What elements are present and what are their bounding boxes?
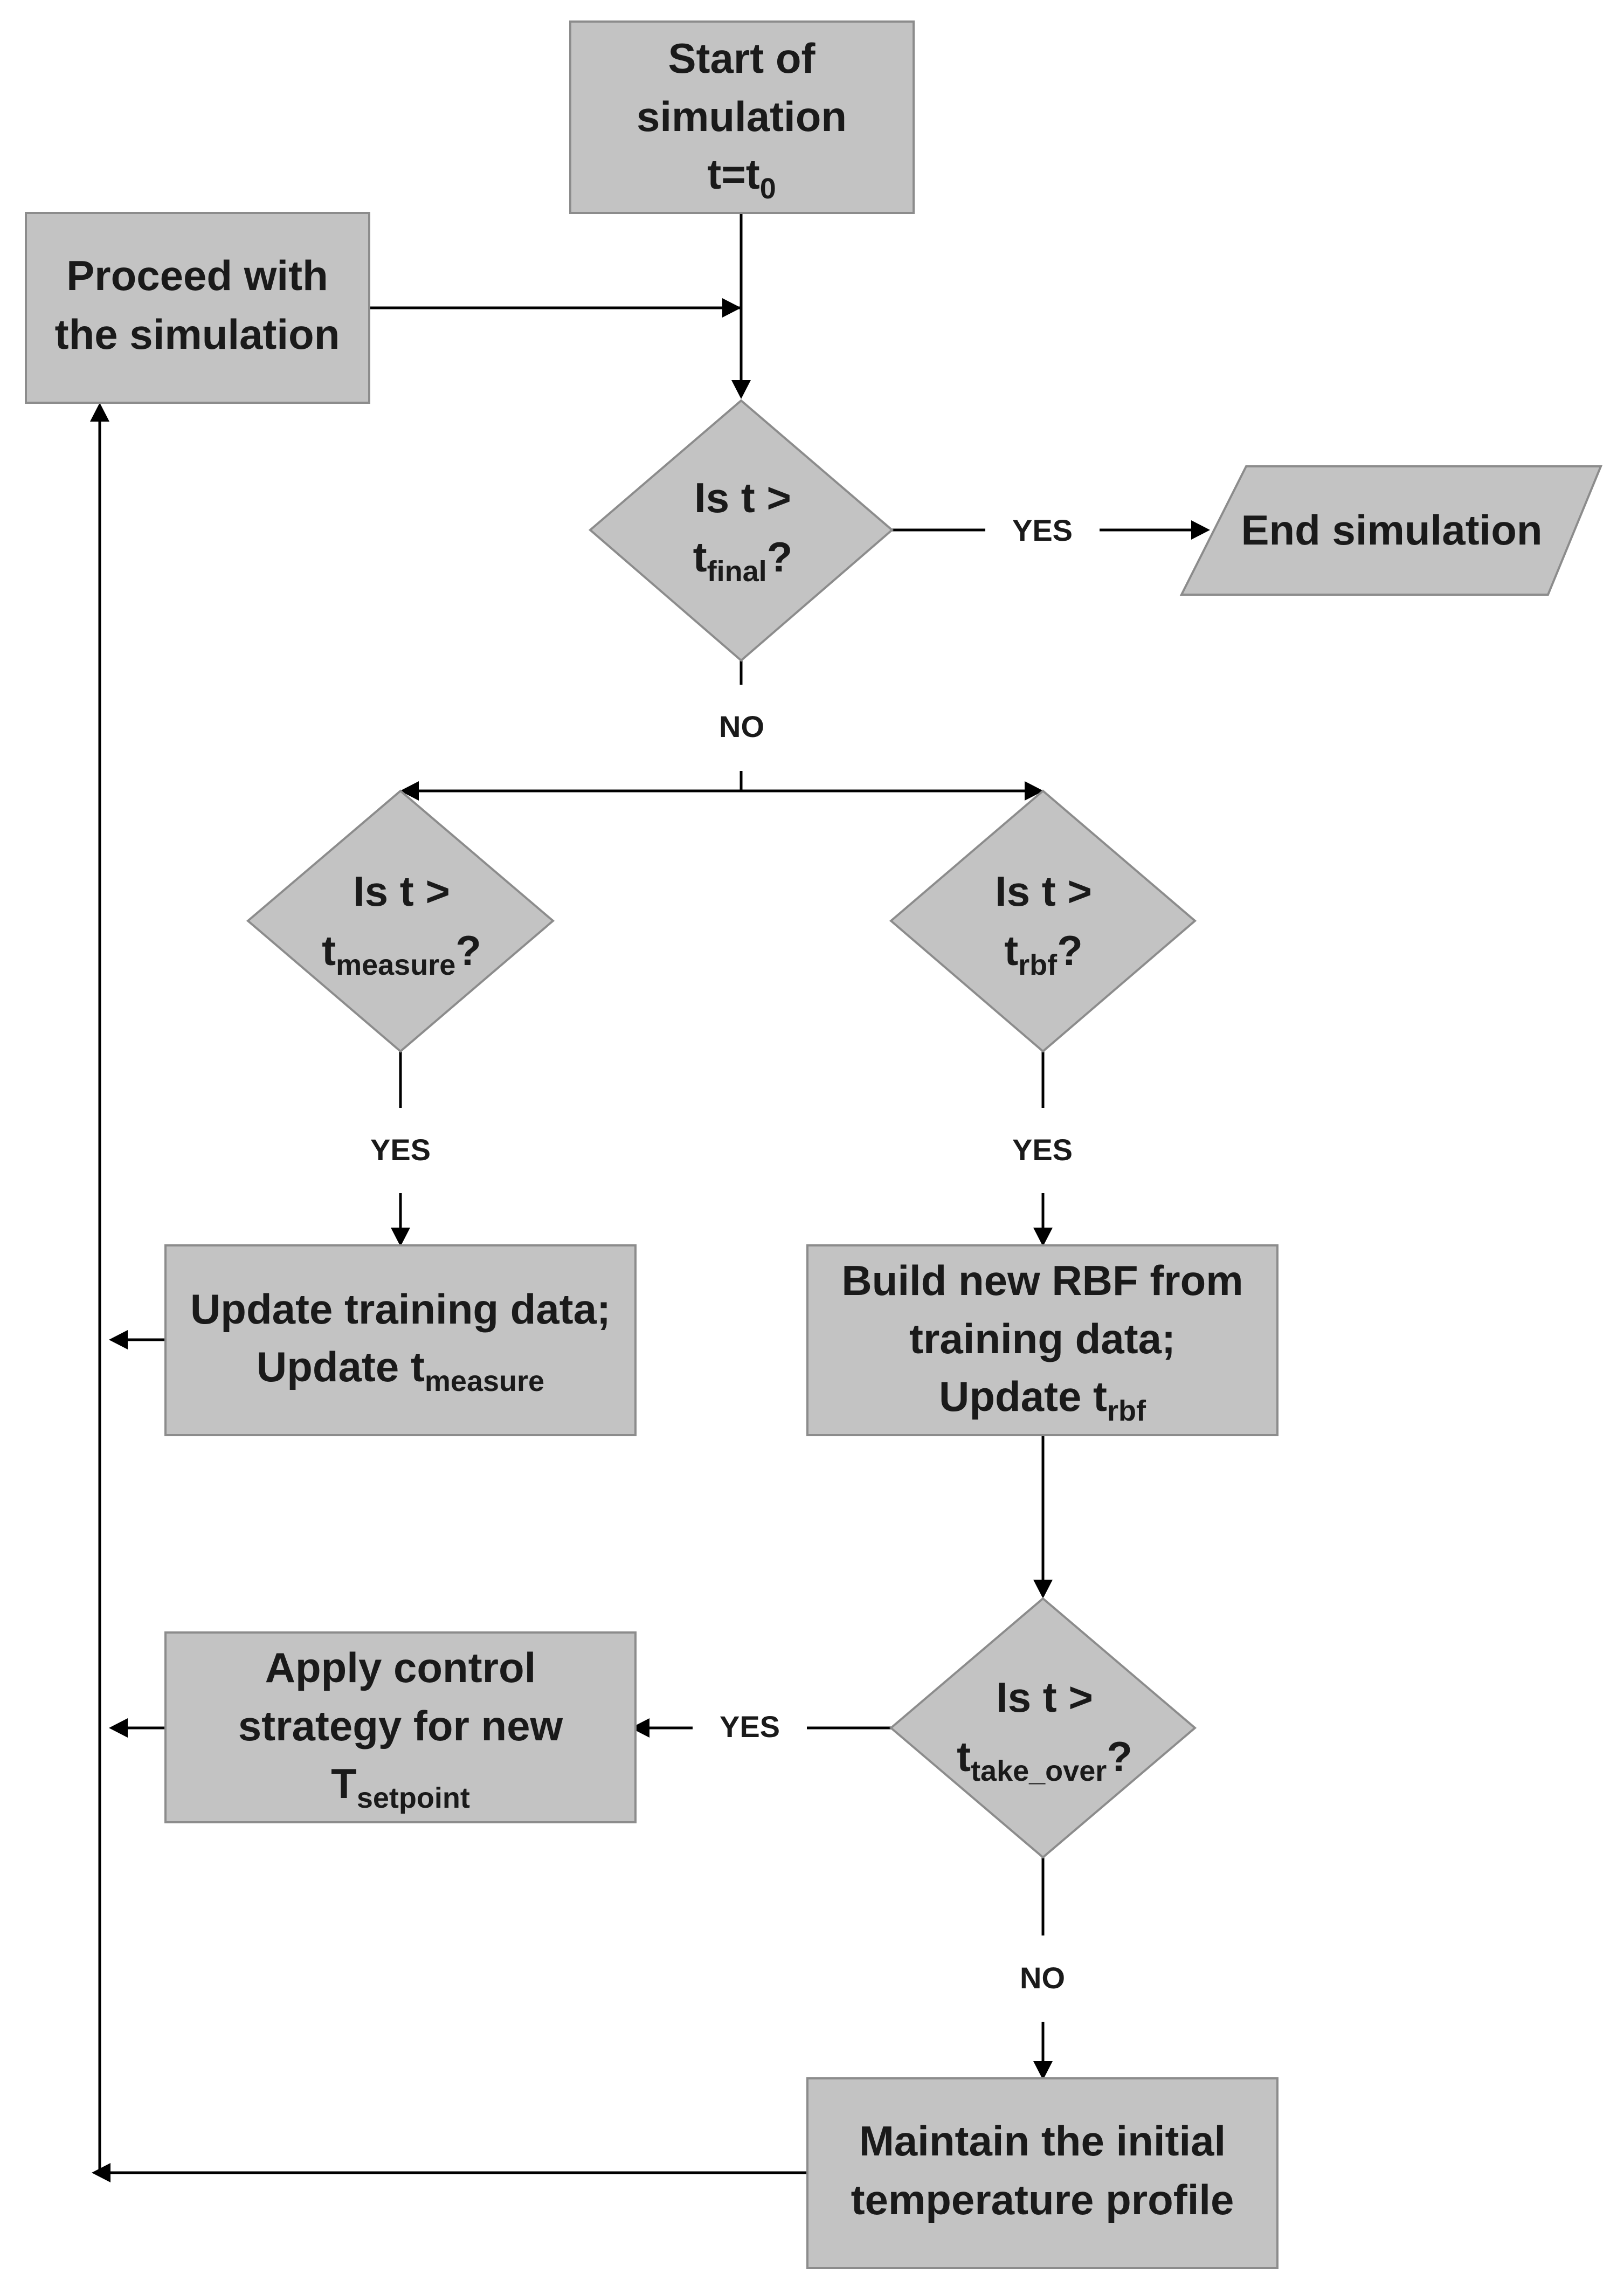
node-maintain: Maintain the initial temperature profile: [806, 2077, 1279, 2269]
label-takeover-no: NO: [985, 1935, 1100, 2022]
node-proceed: Proceed with the simulation: [25, 212, 370, 404]
update-training-line2: Update tmeasure: [257, 1343, 544, 1397]
node-decision-final: Is t > tfinal?: [588, 399, 894, 662]
label-measure-yes: YES: [343, 1108, 458, 1193]
apply-control-sub: setpoint: [357, 1782, 470, 1814]
label-measure-yes-text: YES: [370, 1133, 431, 1167]
decision-takeover-line1: Is t >: [996, 1673, 1093, 1721]
decision-final-line1: Is t >: [694, 474, 791, 521]
start-line2: simulation: [637, 93, 847, 140]
start-line3-main: t=t: [707, 150, 760, 198]
decision-final-q: ?: [767, 533, 793, 581]
node-update-training: Update training data; Update tmeasure: [164, 1244, 637, 1436]
arrowhead-update-left: [109, 1330, 128, 1349]
start-line1: Start of: [668, 35, 816, 82]
label-takeover-yes: YES: [693, 1685, 807, 1770]
arrowhead-split-left: [400, 781, 419, 801]
label-final-no-text: NO: [719, 709, 764, 743]
decision-rbf-sub: rbf: [1018, 949, 1058, 981]
maintain-line2: temperature profile: [851, 2176, 1234, 2223]
decision-takeover-q: ?: [1107, 1733, 1132, 1780]
node-decision-rbf: Is t > trbf?: [889, 789, 1197, 1053]
node-end: End simulation: [1179, 465, 1602, 596]
build-rbf-main: Update t: [939, 1373, 1107, 1420]
start-line3-sub: 0: [760, 173, 776, 205]
decision-measure-q: ?: [455, 927, 481, 974]
update-training-line1: Update training data;: [190, 1285, 611, 1333]
label-takeover-no-text: NO: [1020, 1961, 1065, 1995]
decision-measure-line2: tmeasure?: [322, 927, 481, 981]
arrowhead-maintain-down: [1033, 2061, 1053, 2080]
node-build-rbf: Build new RBF from training data; Update…: [806, 1244, 1279, 1436]
decision-takeover-sub: take_over: [971, 1755, 1107, 1787]
proceed-line1: Proceed with: [66, 252, 328, 299]
build-rbf-line2: training data;: [909, 1315, 1176, 1362]
decision-rbf-t: t: [1004, 927, 1018, 974]
arrowhead-takeover-down: [1033, 1580, 1053, 1599]
label-final-no: NO: [685, 685, 799, 771]
decision-takeover-t: t: [957, 1733, 971, 1780]
update-training-main: Update t: [257, 1343, 425, 1390]
arrowhead-end-right: [1191, 520, 1210, 540]
node-decision-takeover: Is t > ttake_over?: [889, 1597, 1197, 1859]
label-rbf-yes-text: YES: [1012, 1133, 1073, 1167]
arrowhead-update-down: [391, 1228, 410, 1246]
apply-control-line2: strategy for new: [238, 1702, 563, 1749]
apply-control-line3: Tsetpoint: [331, 1760, 470, 1814]
arrowhead-apply-in: [631, 1718, 649, 1738]
decision-rbf-q: ?: [1057, 927, 1083, 974]
node-start: Start of simulation t=t0: [569, 20, 915, 214]
decision-final-line2: tfinal?: [693, 533, 793, 588]
apply-control-line1: Apply control: [265, 1644, 536, 1691]
node-apply-control: Apply control strategy for new Tsetpoint: [164, 1631, 637, 1823]
maintain-line1: Maintain the initial: [859, 2117, 1226, 2165]
arrowheads: [90, 298, 1210, 2182]
arrowhead-split-right: [1025, 781, 1043, 801]
arrowhead-proceed-right: [722, 298, 741, 318]
arrowhead-loop-left: [92, 2163, 110, 2182]
decision-measure-sub: measure: [336, 949, 455, 981]
label-takeover-yes-text: YES: [720, 1710, 780, 1744]
decision-final-sub: final: [707, 555, 767, 588]
label-final-yes-text: YES: [1012, 513, 1073, 547]
node-decision-measure: Is t > tmeasure?: [246, 789, 555, 1053]
decision-final-t: t: [693, 533, 707, 581]
decision-measure-line1: Is t >: [353, 867, 450, 915]
arrowhead-apply-left: [109, 1718, 128, 1738]
label-rbf-yes: YES: [985, 1108, 1100, 1193]
apply-control-main: T: [331, 1760, 357, 1807]
decision-rbf-line2: trbf?: [1004, 927, 1083, 981]
build-rbf-line3: Update trbf: [939, 1373, 1146, 1427]
decision-measure-t: t: [322, 927, 336, 974]
build-rbf-sub: rbf: [1107, 1395, 1146, 1427]
start-line3: t=t0: [707, 150, 776, 205]
update-training-sub: measure: [425, 1365, 544, 1397]
label-final-yes: YES: [985, 488, 1100, 573]
build-rbf-line1: Build new RBF from: [841, 1257, 1243, 1304]
decision-rbf-line1: Is t >: [995, 867, 1092, 915]
decision-takeover-line2: ttake_over?: [957, 1733, 1132, 1787]
arrowhead-loop-up: [90, 403, 109, 422]
arrowhead-build-down: [1033, 1228, 1053, 1246]
end-line1: End simulation: [1241, 506, 1542, 554]
proceed-line2: the simulation: [55, 311, 340, 358]
arrowhead-start-down: [731, 380, 751, 399]
